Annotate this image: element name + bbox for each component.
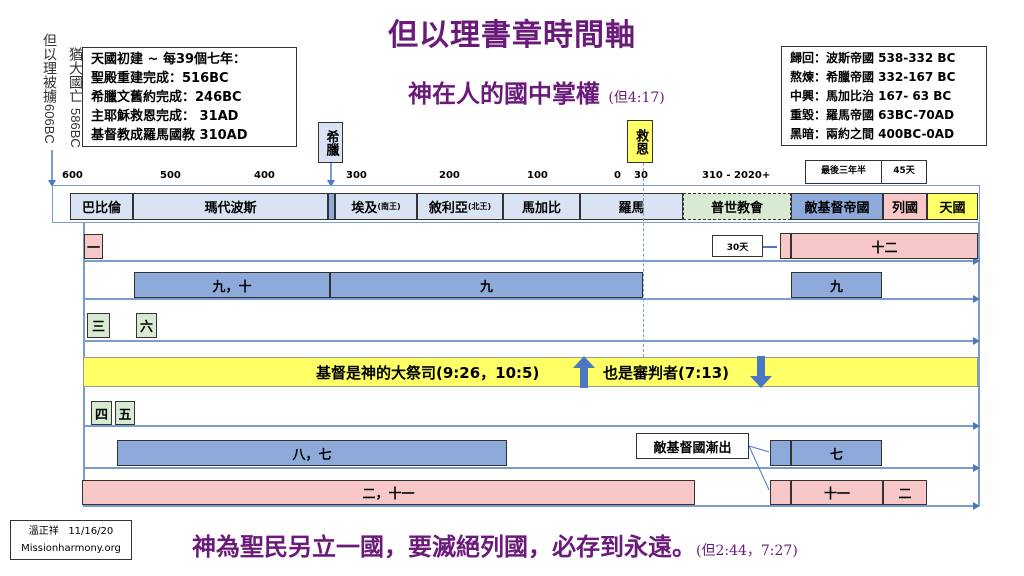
- arrow-right-icon: [973, 257, 980, 265]
- chapter-3: 三: [87, 313, 110, 338]
- subtitle-ref: (但4:17): [608, 90, 665, 106]
- row-line: [83, 505, 973, 507]
- milestones-box: 天國初建 ~ 每39個七年： 聖殿重建完成：516BC 希臘文舊約完成：246B…: [82, 47, 297, 147]
- tick-label: 500: [160, 170, 181, 181]
- chapter-12-lead: [780, 233, 791, 259]
- chapter-11: 十一: [791, 480, 883, 505]
- callout-arrows: [749, 445, 770, 491]
- period-kingdom: 天國: [927, 193, 978, 220]
- milestone-line: 聖殿重建完成：516BC: [91, 71, 229, 86]
- credit-box: 溫正祥 11/16/20 Missionharmony.org: [10, 520, 132, 560]
- era-line: 熬煉：希臘帝國 332-167 BC: [790, 70, 956, 84]
- chapter-9-end: 九: [791, 272, 882, 298]
- greece-pointer: [330, 163, 332, 185]
- 30-days-label: 30天: [712, 235, 763, 257]
- period-church: 普世教會: [683, 193, 791, 220]
- arrow-down-icon: [750, 356, 772, 388]
- era-line: 中興：馬加比治 167- 63 BC: [790, 89, 952, 103]
- arrow-right-icon: [973, 464, 980, 472]
- chapter-1: 一: [84, 234, 103, 259]
- salvation-marker: 救恩: [627, 120, 653, 163]
- chapter-7-lead: [770, 440, 791, 466]
- chapter-11-lead: [770, 480, 791, 505]
- subtitle: 神在人的國中掌權 (但4:17): [408, 74, 665, 109]
- period-syria: 敘利亞(北王): [417, 193, 503, 220]
- chapter-6: 六: [136, 313, 157, 338]
- last-half-week-label: 最後三年半: [805, 160, 882, 184]
- row-line: [83, 467, 973, 469]
- row-line: [83, 425, 973, 427]
- page-title: 但以理書章時間軸: [388, 18, 636, 53]
- period-rome: 羅馬: [580, 193, 683, 220]
- tick-label: 100: [527, 170, 548, 181]
- chapter-7: 七: [791, 440, 882, 466]
- chapter-5: 五: [115, 401, 135, 425]
- slogan: 神為聖民另立一國，要滅絕列國，必存到永遠。(但2:44，7:27): [192, 527, 798, 562]
- slogan-text: 神為聖民另立一國，要滅絕列國，必存到永遠。: [192, 533, 696, 561]
- rows-right-line: [978, 223, 980, 506]
- milestone-line: 天國初建 ~ 每39個七年：: [91, 52, 247, 67]
- arrow-right-icon: [973, 337, 980, 345]
- arrow-up-icon: [573, 356, 595, 388]
- callout-arrow: [763, 246, 777, 248]
- captivity-label: 但以理被擄: [41, 33, 57, 103]
- tick-label: 30: [634, 170, 648, 181]
- greece-marker: 希臘: [318, 122, 343, 163]
- chapter-2-11: 二，十一: [82, 480, 695, 505]
- chapter-2: 二: [883, 480, 927, 505]
- period-antichrist: 敵基督帝國: [791, 193, 883, 220]
- tick-label: 310 - 2020+: [702, 170, 771, 181]
- arrow-right-icon: [973, 502, 980, 510]
- arrow-down-icon: [327, 180, 335, 187]
- tick-label: 200: [439, 170, 460, 181]
- slogan-ref: (但2:44，7:27): [696, 543, 798, 559]
- period-egypt: 埃及(南王): [335, 193, 417, 220]
- judah-fall-label: 猶大國亡: [67, 47, 83, 103]
- chapter-4: 四: [91, 401, 112, 425]
- chapter-12: 十二: [791, 233, 978, 259]
- chapter-9: 九: [330, 272, 643, 298]
- subtitle-text: 神在人的國中掌權: [408, 80, 600, 108]
- milestone-line: 主耶穌救恩完成： 31AD: [91, 109, 239, 124]
- period-maccabees: 馬加比: [503, 193, 580, 220]
- tick-label: 0: [614, 170, 621, 181]
- era-line: 重毀：羅馬帝國 63BC-70AD: [790, 108, 955, 122]
- high-priest-text: 基督是神的大祭司(9:26，10:5): [316, 364, 540, 382]
- arrow-down-icon: [48, 180, 56, 187]
- chapter-9-10: 九，十: [134, 272, 330, 298]
- tick-label: 300: [346, 170, 367, 181]
- eras-box: 歸回：波斯帝國 538-332 BC 熬煉：希臘帝國 332-167 BC 中興…: [781, 46, 987, 146]
- christ-band: [83, 357, 978, 387]
- timeline-frame: [52, 185, 980, 223]
- judah-fall-year: 586BC: [68, 108, 83, 148]
- tick-label: 600: [62, 170, 83, 181]
- author: 溫正祥: [28, 526, 59, 537]
- tick-label: 400: [254, 170, 275, 181]
- row-line: [83, 260, 973, 262]
- captivity-year: 606BC: [42, 104, 57, 144]
- chapter-8-7: 八，七: [117, 440, 507, 466]
- era-line: 黑暗：兩約之間 400BC-0AD: [790, 127, 955, 141]
- era-line: 歸回：波斯帝國 538-332 BC: [790, 51, 956, 65]
- period-nations: 列國: [883, 193, 927, 220]
- period-medo-persia: 瑪代波斯: [133, 193, 328, 220]
- arrow-right-icon: [973, 422, 980, 430]
- period-divider: [328, 193, 335, 220]
- arrow-right-icon: [973, 295, 980, 303]
- date: 11/16/20: [68, 526, 114, 537]
- milestone-line: 基督教成羅馬國教 310AD: [91, 128, 248, 143]
- antichrist-emerges-callout: 敵基督國漸出: [636, 433, 749, 459]
- 45-days-label: 45天: [881, 160, 927, 184]
- site: Missionharmony.org: [21, 543, 121, 554]
- captivity-pointer: [51, 150, 53, 185]
- milestone-line: 希臘文舊約完成：246BC: [91, 90, 242, 105]
- judge-text: 也是審判者(7:13): [603, 364, 730, 382]
- row-line: [83, 298, 973, 300]
- period-babylon: 巴比倫: [70, 193, 133, 220]
- row-line: [83, 340, 973, 342]
